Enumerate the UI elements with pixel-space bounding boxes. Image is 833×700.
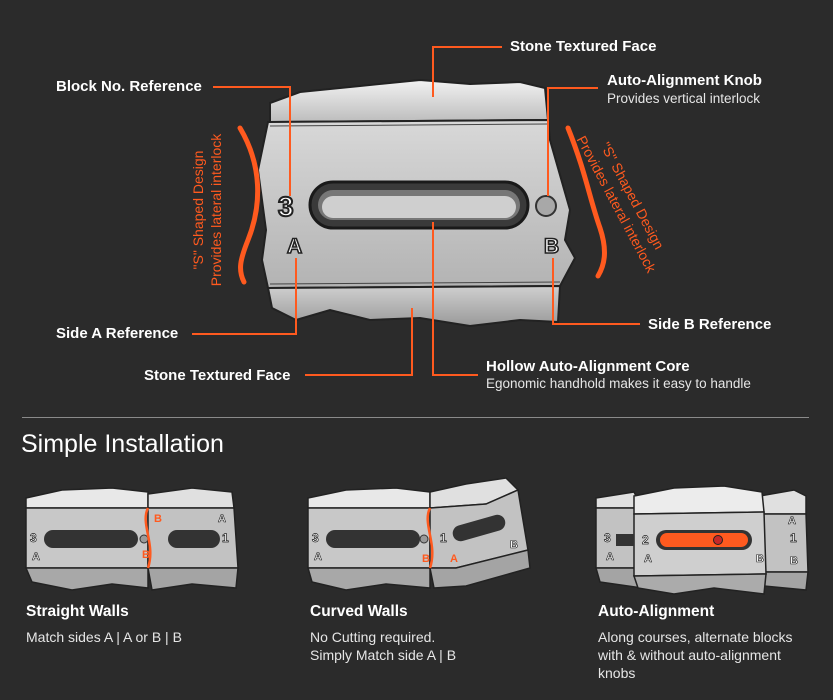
block-diagram: 3 A B "S" Shaped Design Provides lateral… (190, 46, 667, 376)
block-number: 3 (278, 191, 294, 222)
leader-block-no (213, 86, 291, 196)
aa-b-3: B (790, 555, 798, 567)
aa-a-2: A (644, 553, 652, 565)
curved-walls-text: No Cutting required. Simply Match side A… (310, 629, 457, 663)
aa-a-1: A (606, 551, 614, 563)
label-stone-bottom: Stone Textured Face (144, 367, 291, 384)
leader-stone-top (432, 46, 502, 97)
straight-walls-title: Straight Walls (26, 603, 129, 620)
label-knob-title: Auto-Alignment Knob (607, 72, 762, 89)
section-title: Simple Installation (21, 430, 224, 458)
alignment-knob (535, 195, 557, 217)
label-block-no: Block No. Reference (56, 78, 202, 95)
straight-walls-text: Match sides A | A or B | B (26, 629, 182, 645)
curved-walls-illustration: 3 A B 1 A B (307, 477, 531, 591)
sw-a-2: A (218, 513, 226, 525)
section-divider (22, 417, 809, 418)
leader-stone-bottom (305, 308, 413, 376)
label-side-b: Side B Reference (648, 316, 772, 333)
auto-alignment-illustration: 3 A 2 A B 1 A B (595, 485, 809, 595)
label-stone-top: Stone Textured Face (510, 38, 657, 55)
s-left-title: "S" Shaped Design (190, 151, 206, 270)
stone-bottom-face (266, 284, 562, 328)
sw-a-1: A (32, 551, 40, 563)
straight-walls-illustration: 3 A B 1 A B (24, 487, 239, 591)
s-curve-right (565, 125, 607, 279)
aa-num-3: 1 (790, 531, 797, 545)
aa-b-2: B (756, 553, 764, 565)
aa-num-1: 3 (604, 531, 611, 545)
label-core-title: Hollow Auto-Alignment Core (486, 358, 690, 375)
curved-walls-title: Curved Walls (310, 603, 408, 620)
label-knob-sub: Provides vertical interlock (607, 91, 761, 106)
sw-b-2: B (154, 513, 162, 525)
leader-side-a (192, 258, 297, 335)
aa-a-3: A (788, 515, 796, 527)
cw-b-1: B (422, 553, 430, 565)
side-a-mark: A (287, 235, 302, 258)
sw-num-2: 1 (222, 531, 229, 545)
s-curve-left (237, 125, 261, 285)
leader-knob (547, 87, 598, 196)
cw-num-1: 3 (312, 531, 319, 545)
label-core-sub: Egonomic handhold makes it easy to handl… (486, 376, 751, 391)
auto-alignment-title: Auto-Alignment (598, 603, 715, 620)
stone-top-face (269, 78, 550, 124)
cw-num-2: 1 (440, 531, 447, 545)
sw-num-1: 3 (30, 531, 37, 545)
auto-alignment-text: Along courses, alternate blocks with & w… (598, 629, 793, 681)
leader-core (432, 222, 478, 376)
leader-side-b (552, 258, 640, 325)
side-b-mark: B (544, 235, 559, 258)
cw-b-2: B (510, 539, 518, 551)
s-left-sub: Provides lateral interlock (208, 133, 224, 287)
sw-b-1: B (142, 549, 150, 561)
cw-a-2: A (450, 553, 458, 565)
aa-num-2: 2 (642, 533, 649, 547)
label-side-a: Side A Reference (56, 325, 179, 342)
cw-a-1: A (314, 551, 322, 563)
